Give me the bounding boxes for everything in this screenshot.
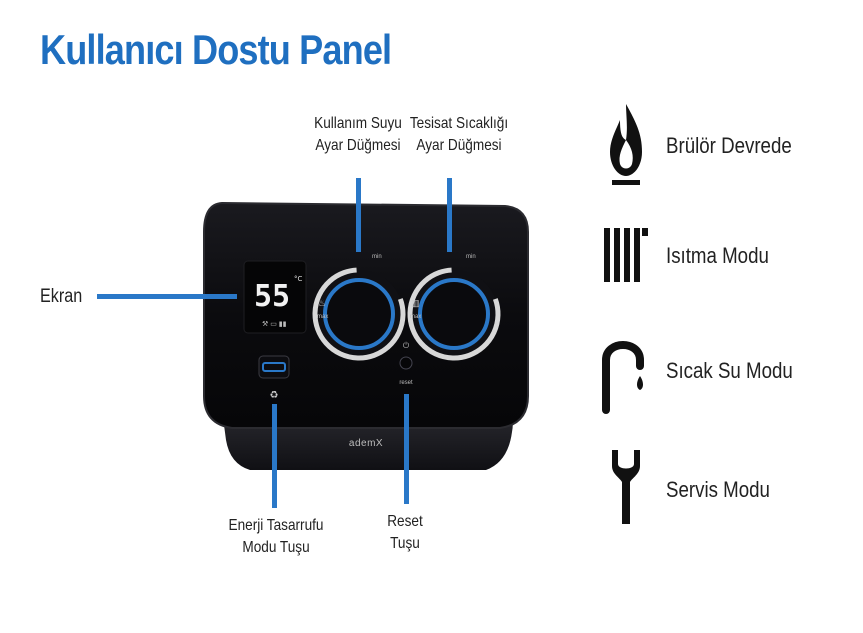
eco-button-label-line2: Modu Tuşu bbox=[242, 539, 310, 556]
dhw-knob-label-line1: Kullanım Suyu bbox=[314, 115, 402, 132]
radiator-small-icon: ▥ bbox=[411, 298, 420, 308]
dhw-knob[interactable] bbox=[323, 278, 395, 350]
heating-knob-leader bbox=[447, 178, 452, 252]
display-screen bbox=[243, 260, 307, 334]
reset-text: reset bbox=[399, 380, 413, 386]
legend-service-label: Servis Modu bbox=[666, 477, 770, 502]
dhw-knob-max: max bbox=[317, 314, 328, 320]
reset-button-label-line1: Reset bbox=[387, 513, 423, 530]
display-unit: °C bbox=[294, 275, 303, 283]
wrench-icon bbox=[612, 450, 640, 524]
dhw-knob-label: Kullanım Suyu Ayar Düğmesi bbox=[305, 113, 410, 157]
eco-button-label: Enerji Tasarrufu Modu Tuşu bbox=[223, 515, 328, 559]
legend-burner-label: Brülör Devrede bbox=[666, 133, 792, 158]
display-temperature: 55 bbox=[254, 279, 290, 314]
reset-button[interactable] bbox=[399, 356, 413, 370]
page-title: Kullanıcı Dostu Panel bbox=[40, 26, 392, 73]
heating-knob-label-line1: Tesisat Sıcaklığı bbox=[409, 115, 509, 132]
eco-button-label-line1: Enerji Tasarrufu bbox=[228, 517, 324, 534]
heating-knob-label-line2: Ayar Düğmesi bbox=[416, 137, 502, 154]
flame-icon bbox=[610, 104, 642, 185]
screen-label: Ekran bbox=[40, 286, 83, 307]
legend-hotwater-label: Sıcak Su Modu bbox=[666, 358, 793, 383]
heating-knob-max: max bbox=[410, 314, 421, 320]
heating-knob-label: Tesisat Sıcaklığı Ayar Düğmesi bbox=[402, 113, 516, 157]
brand-logo: ademX bbox=[349, 438, 383, 449]
power-icon: ⏻ bbox=[403, 341, 410, 350]
eco-icon: ♻ bbox=[270, 390, 279, 401]
reset-button-label: Reset Tuşu bbox=[375, 511, 435, 555]
radiator-icon bbox=[604, 228, 648, 282]
faucet-icon bbox=[602, 341, 644, 414]
eco-button-led bbox=[262, 362, 286, 372]
dhw-knob-label-line2: Ayar Düğmesi bbox=[315, 137, 401, 154]
screen-leader bbox=[97, 294, 237, 299]
legend-heating-label: Isıtma Modu bbox=[666, 243, 769, 268]
heating-knob[interactable] bbox=[418, 278, 490, 350]
display-status-icons: ⚒ ▭ ▮▮ bbox=[262, 320, 287, 328]
dhw-knob-min: min bbox=[372, 254, 382, 260]
eco-button[interactable] bbox=[258, 355, 290, 379]
eco-button-leader bbox=[272, 404, 277, 508]
heating-knob-min: min bbox=[466, 254, 476, 260]
faucet-small-icon: ♨ bbox=[318, 298, 326, 308]
dhw-knob-leader bbox=[356, 178, 361, 252]
reset-button-leader bbox=[404, 394, 409, 504]
reset-button-label-line2: Tuşu bbox=[390, 535, 420, 552]
